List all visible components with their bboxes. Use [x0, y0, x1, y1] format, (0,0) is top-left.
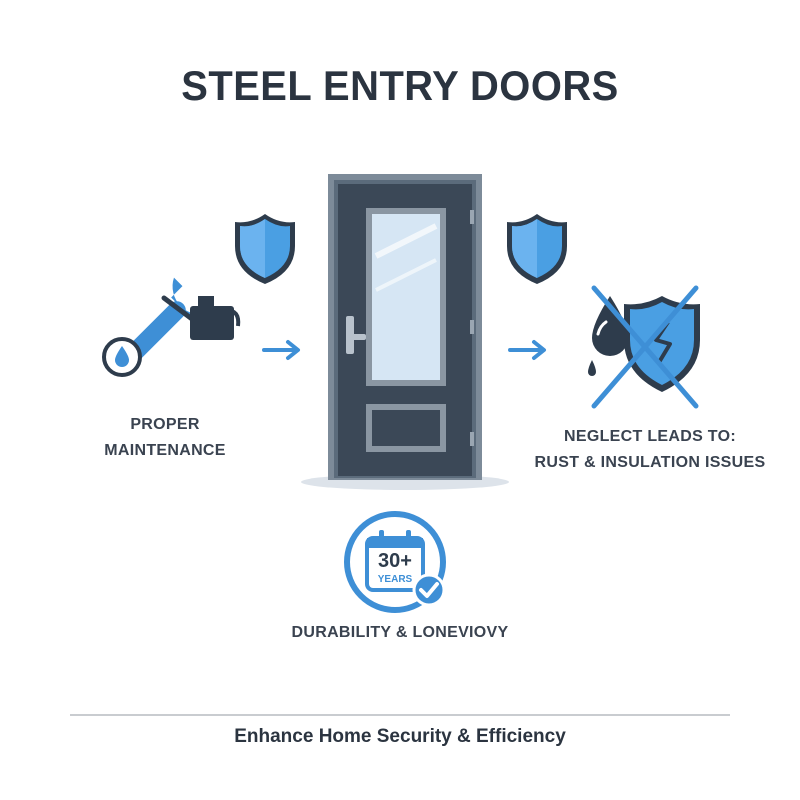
years-badge: 30+ YEARS [343, 510, 453, 620]
calendar-icon [344, 511, 446, 613]
maintenance-label-line1: PROPER [130, 416, 200, 433]
damaged-shield-icon [588, 285, 700, 409]
neglect-label-line2: RUST & INSULATION ISSUES [534, 454, 766, 471]
durability-label: DURABILITY & LONEVIOVY [291, 624, 509, 641]
arrow-right-icon-left [262, 340, 300, 360]
page-title: STEEL ENTRY DOORS [181, 62, 619, 109]
maintenance-label: PROPER MAINTENANCE [100, 412, 230, 464]
footer-tagline: Enhance Home Security & Efficiency [234, 726, 566, 747]
neglect-label: NEGLECT LEADS TO: RUST & INSULATION ISSU… [510, 424, 790, 476]
shield-icon-right [507, 214, 567, 284]
footer-divider [70, 714, 730, 716]
water-drop-icon [102, 337, 142, 377]
maintenance-label-line2: MAINTENANCE [104, 442, 226, 459]
steel-door-illustration [301, 174, 509, 490]
years-number: 30+ [378, 550, 412, 572]
shield-icon-left [235, 214, 295, 284]
years-unit: YEARS [377, 574, 413, 585]
arrow-right-icon-right [508, 340, 546, 360]
oil-can-icon [161, 295, 241, 340]
neglect-label-line1: NEGLECT LEADS TO: [564, 428, 736, 445]
